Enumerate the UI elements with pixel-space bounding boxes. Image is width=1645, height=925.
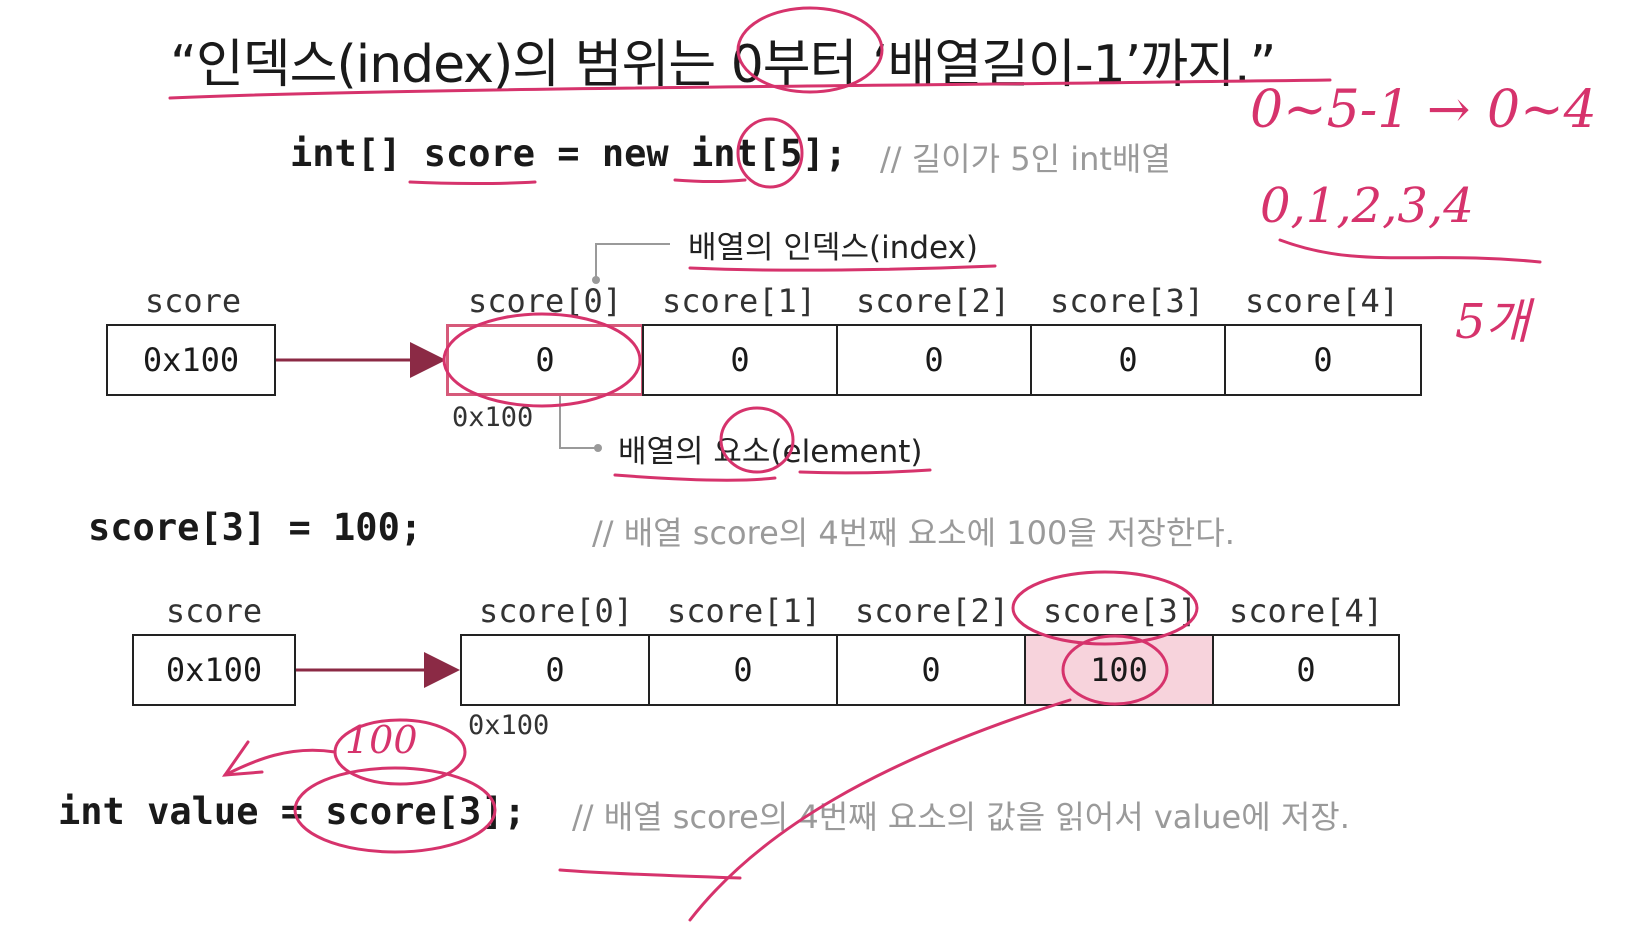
cell-value: 0 [1313, 341, 1333, 379]
array-address: 0x100 [468, 710, 550, 741]
ink-circle-size [736, 117, 804, 189]
read-code: int value = score[3]; [58, 790, 526, 833]
assign-comment: // 배열 score의 4번째 요소에 100을 저장한다. [592, 514, 1235, 552]
cell-value: 0 [545, 651, 565, 689]
ref-box: 0x100 [106, 324, 276, 396]
array-cell-3: 0 [1030, 324, 1226, 396]
array-cell-0: 0 [460, 634, 650, 706]
cell-value: 100 [1090, 651, 1148, 689]
ink-underline-element-label [613, 473, 777, 482]
index-label-3: score[3] [1049, 282, 1205, 320]
declaration-code: int[] score = new int[5]; [290, 132, 847, 175]
element-leader-line [559, 396, 598, 449]
index-label-4: score[4] [1228, 592, 1384, 630]
page-title: “인덱스(index)의 범위는 0부터 ‘배열길이-1’까지.” [170, 35, 1276, 95]
cell-value: 0 [924, 341, 944, 379]
element-annotation: 배열의 요소(element) [618, 434, 923, 470]
cell-value: 0 [921, 651, 941, 689]
ink-underline-int [673, 178, 747, 183]
handwritten-count-note: 5개 [1455, 294, 1530, 350]
ink-arrow-to-value [223, 748, 337, 777]
ref-label: score [165, 592, 263, 630]
ink-circle-score3-label [1011, 570, 1199, 646]
array-address: 0x100 [452, 402, 534, 433]
assign-code: score[3] = 100; [88, 506, 423, 549]
cell-value: 0 [730, 341, 750, 379]
index-label-1: score[1] [661, 282, 817, 320]
index-label-3: score[3] [1042, 592, 1198, 630]
array-cell-2: 0 [836, 324, 1032, 396]
index-label-2: score[2] [855, 282, 1011, 320]
ink-circle-100 [1061, 634, 1169, 706]
ink-bottom-stroke [558, 868, 742, 880]
ref-value: 0x100 [165, 651, 263, 689]
ink-curve-under-indices [1278, 238, 1542, 264]
cell-value: 0 [1296, 651, 1316, 689]
handwritten-value-note: 100 [345, 718, 418, 762]
declaration-comment: // 길이가 5인 int배열 [880, 140, 1171, 178]
ink-title-underline [168, 78, 1332, 100]
ink-circle-value-note [333, 718, 467, 786]
element-leader-dot [594, 444, 602, 452]
index-leader-dot [592, 276, 600, 284]
ink-circle-zero [736, 6, 884, 94]
ink-underline-index-label [688, 264, 997, 272]
index-label-4: score[4] [1244, 282, 1400, 320]
index-label-0: score[0] [478, 592, 634, 630]
ink-circle-element-word [719, 406, 795, 474]
ref-box: 0x100 [132, 634, 296, 706]
array-cell-1: 0 [648, 634, 838, 706]
ink-arrow-head [221, 740, 264, 777]
ink-circle-cell0 [442, 312, 642, 408]
ink-circle-score3-read [293, 766, 497, 854]
ink-long-curve [688, 698, 1072, 922]
index-leader-line [595, 243, 670, 280]
handwritten-range-note: 0~5-1 → 0~4 [1250, 80, 1597, 140]
array-cell-4: 0 [1224, 324, 1422, 396]
cell-value: 0 [535, 341, 555, 379]
index-annotation: 배열의 인덱스(index) [688, 230, 978, 266]
ref-value: 0x100 [142, 341, 240, 379]
array-cell-3-highlighted: 100 [1024, 634, 1214, 706]
cell-value: 0 [1118, 341, 1138, 379]
array-cell-4: 0 [1212, 634, 1400, 706]
index-label-2: score[2] [854, 592, 1010, 630]
ink-underline-score [408, 180, 537, 185]
array-cell-2: 0 [836, 634, 1026, 706]
ref-label: score [144, 282, 242, 320]
ink-underline-element-word [798, 468, 932, 475]
read-comment: // 배열 score의 4번째 요소의 값을 읽어서 value에 저장. [572, 798, 1350, 836]
handwritten-indices-note: 0,1,2,3,4 [1260, 178, 1474, 234]
cell-value: 0 [733, 651, 753, 689]
index-label-1: score[1] [666, 592, 822, 630]
